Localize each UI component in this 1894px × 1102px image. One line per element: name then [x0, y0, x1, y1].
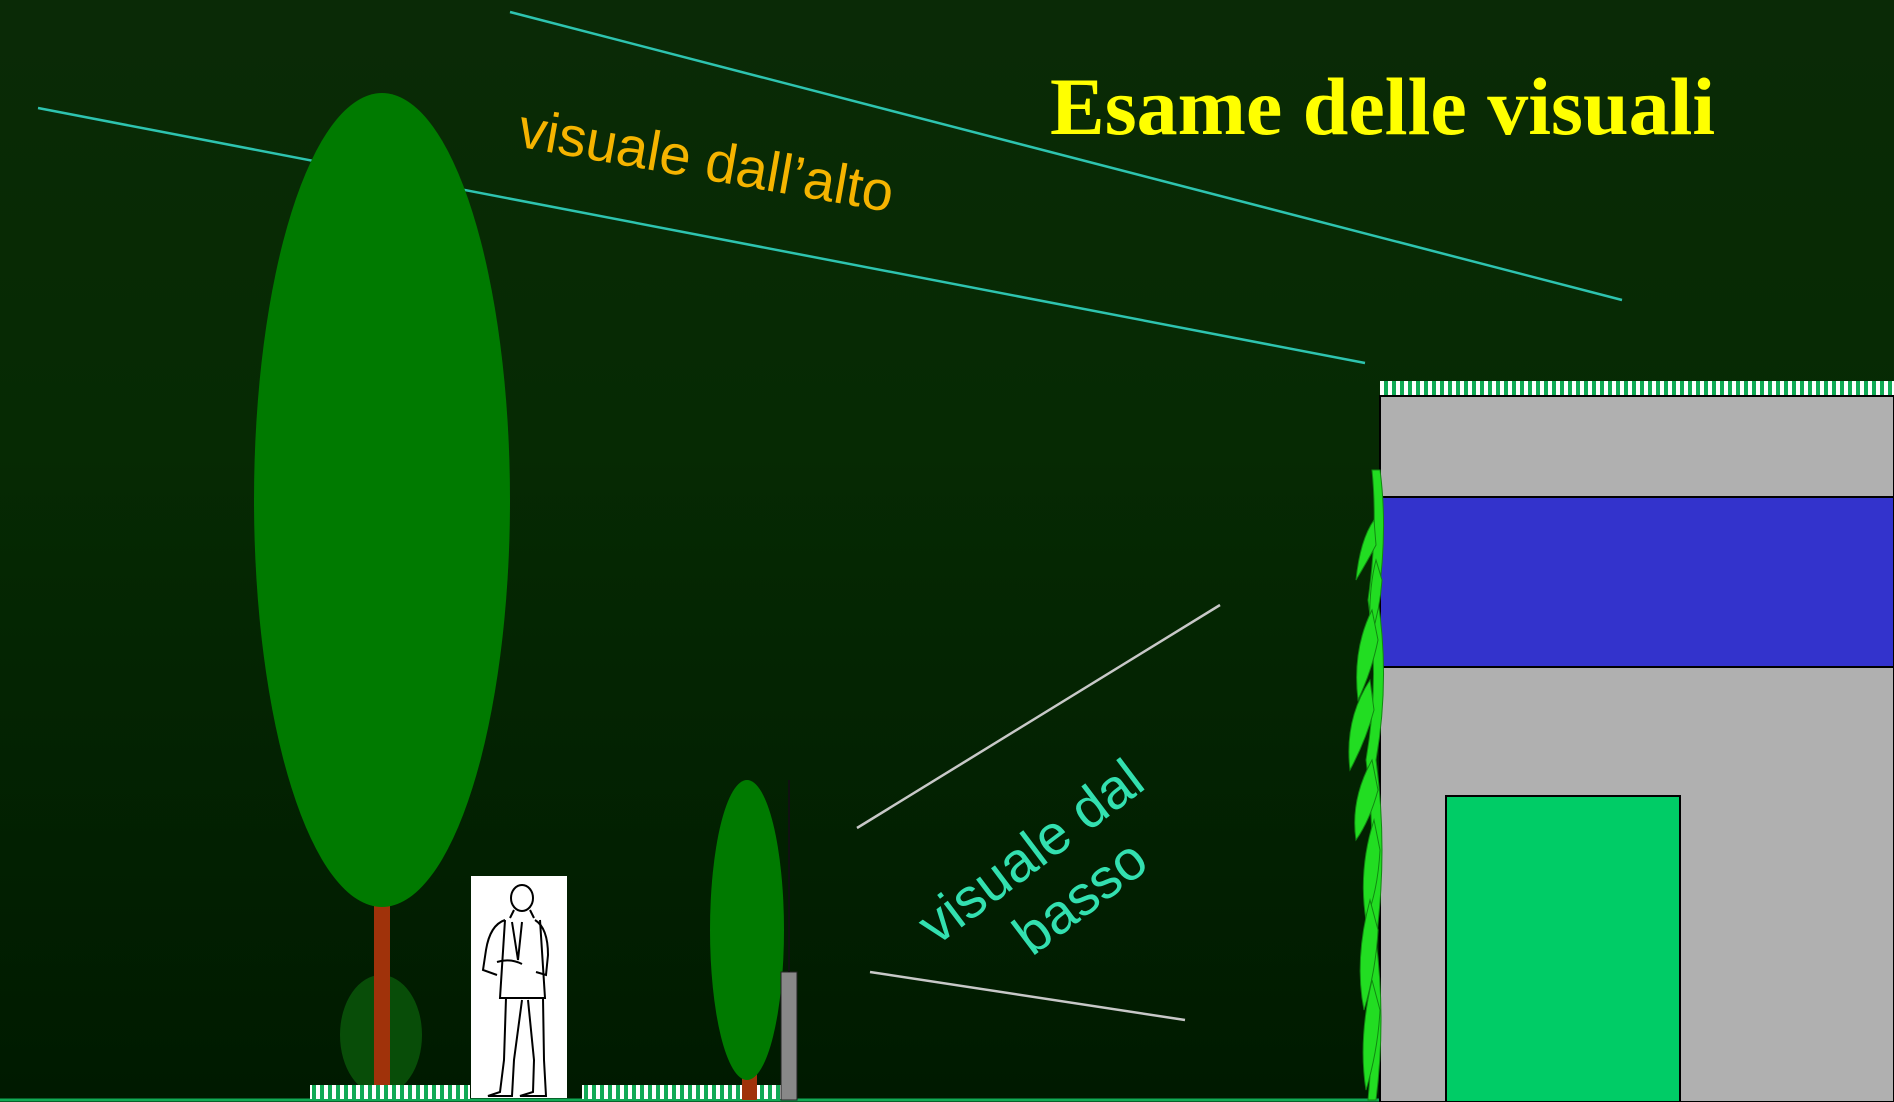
sight-line-bottom-upper — [856, 603, 1221, 830]
small-tree-icon — [710, 780, 784, 1100]
grass-strip-middle — [582, 1085, 782, 1099]
building — [1379, 395, 1894, 1102]
standing-man-icon — [471, 876, 567, 1098]
sight-line-top-lower — [37, 106, 1366, 365]
building-band — [1379, 496, 1894, 668]
climbing-plant-icon — [1348, 469, 1385, 1101]
tall-tree-icon — [254, 93, 510, 1095]
page-title: Esame delle visuali — [1050, 61, 1716, 152]
grass-strip-left — [310, 1085, 470, 1099]
building-door — [1445, 795, 1681, 1102]
grass-strip-roof — [1380, 381, 1894, 395]
sight-line-top-upper — [509, 10, 1623, 302]
small-pillar — [780, 971, 798, 1101]
sight-line-bottom-lower — [869, 970, 1186, 1022]
